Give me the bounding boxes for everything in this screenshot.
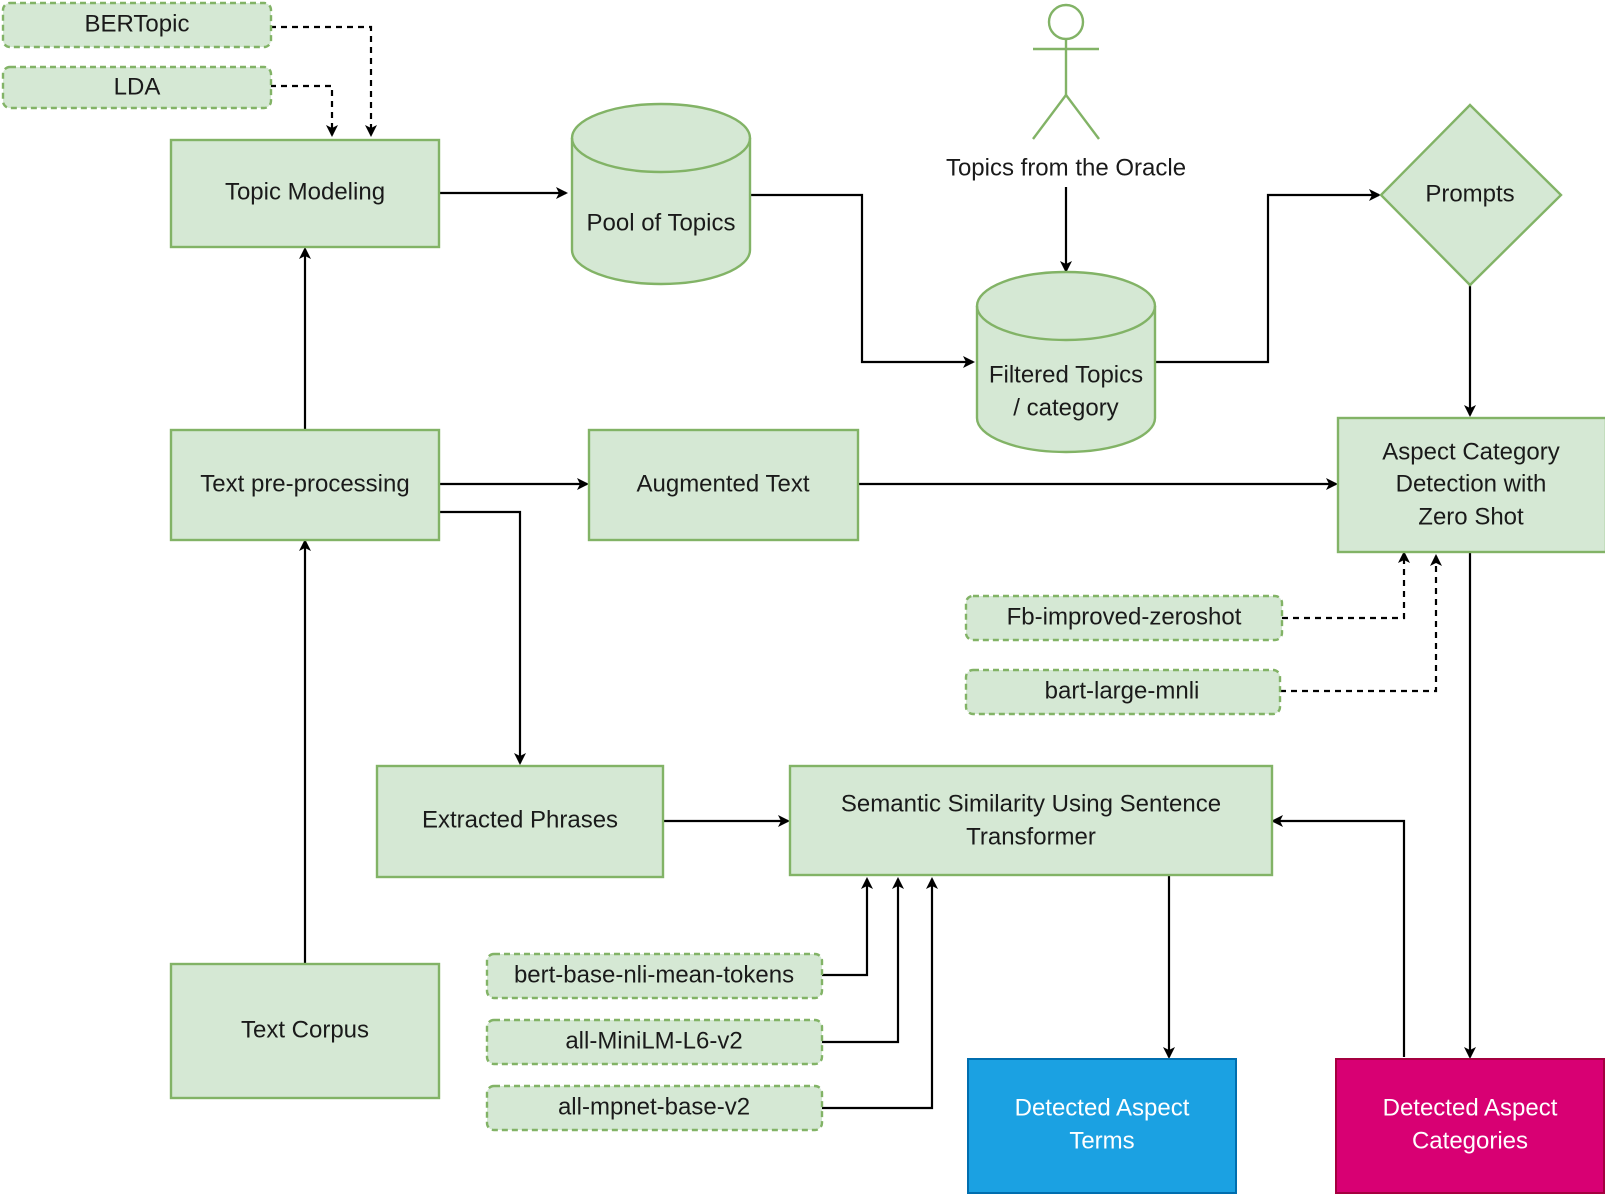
- aspect-detection-label-line3: Zero Shot: [1418, 503, 1524, 530]
- edge-minilm-to-semantic: [822, 877, 904, 1044]
- edge-filtered-to-prompts: [1156, 189, 1381, 364]
- prompts-node: Prompts: [1379, 103, 1563, 287]
- all-mpnet-label: all-mpnet-base-v2: [558, 1093, 750, 1120]
- filtered-topics-label-line1: Filtered Topics: [989, 361, 1143, 388]
- aspect-detection-label-line2: Detection with: [1396, 470, 1547, 497]
- text-corpus-node: Text Corpus: [169, 962, 441, 1100]
- filtered-topics-label-line2: / category: [1013, 394, 1118, 421]
- all-minilm-label: all-MiniLM-L6-v2: [565, 1027, 742, 1054]
- bertopic-label: BERTopic: [85, 10, 190, 37]
- semantic-similarity-label-line1: Semantic Similarity Using Sentence: [841, 790, 1221, 817]
- all-minilm-node: all-MiniLM-L6-v2: [485, 1018, 824, 1066]
- text-preprocessing-node: Text pre-processing: [169, 428, 441, 542]
- topic-modeling-label: Topic Modeling: [225, 178, 385, 205]
- bart-large-mnli-label: bart-large-mnli: [1045, 677, 1200, 704]
- detected-aspect-terms-node: Detected Aspect Terms: [967, 1058, 1237, 1194]
- aspect-category-detection-node: Aspect Category Detection with Zero Shot: [1336, 416, 1605, 554]
- detected-terms-label-line2: Terms: [1069, 1127, 1134, 1154]
- bart-large-mnli-node: bart-large-mnli: [964, 668, 1282, 716]
- edge-bart-to-aspect-detection: [1280, 554, 1442, 693]
- bert-base-nli-node: bert-base-nli-mean-tokens: [485, 952, 824, 1000]
- bertopic-node: BERTopic: [1, 1, 273, 49]
- augmented-text-label: Augmented Text: [636, 470, 809, 497]
- text-corpus-label: Text Corpus: [241, 1016, 369, 1043]
- lda-label: LDA: [114, 73, 161, 100]
- detected-categories-label-line1: Detected Aspect: [1383, 1094, 1558, 1121]
- prompts-label: Prompts: [1425, 180, 1514, 207]
- edge-categories-to-semantic: [1271, 815, 1406, 1057]
- fb-improved-zeroshot-label: Fb-improved-zeroshot: [1007, 603, 1242, 630]
- edge-preprocessing-to-extracted: [439, 510, 526, 765]
- text-preprocessing-label: Text pre-processing: [200, 470, 409, 497]
- all-mpnet-node: all-mpnet-base-v2: [485, 1084, 824, 1132]
- edge-bertopic-to-topic-modeling: [270, 25, 377, 137]
- lda-node: LDA: [1, 65, 273, 110]
- extracted-phrases-label: Extracted Phrases: [422, 806, 618, 833]
- topic-modeling-node: Topic Modeling: [169, 138, 441, 249]
- filtered-topics-node: Filtered Topics / category: [975, 270, 1157, 454]
- aspect-detection-label-line1: Aspect Category: [1382, 438, 1559, 465]
- detected-aspect-categories-node: Detected Aspect Categories: [1335, 1058, 1605, 1194]
- oracle-actor-icon: [1032, 3, 1100, 140]
- edge-mpnet-to-semantic: [822, 877, 938, 1110]
- pool-of-topics-label: Pool of Topics: [587, 209, 736, 236]
- detected-categories-label-line2: Categories: [1412, 1127, 1528, 1154]
- detected-terms-label-line1: Detected Aspect: [1015, 1094, 1190, 1121]
- edge-lda-to-topic-modeling: [270, 84, 338, 137]
- extracted-phrases-node: Extracted Phrases: [375, 764, 665, 879]
- edge-fb-to-aspect-detection: [1282, 551, 1410, 620]
- oracle-label: Topics from the Oracle: [946, 154, 1186, 181]
- pool-of-topics-node: Pool of Topics: [570, 102, 752, 286]
- augmented-text-node: Augmented Text: [587, 428, 860, 542]
- semantic-similarity-label-line2: Transformer: [966, 823, 1096, 850]
- semantic-similarity-node: Semantic Similarity Using Sentence Trans…: [788, 764, 1274, 877]
- fb-improved-zeroshot-node: Fb-improved-zeroshot: [964, 594, 1284, 642]
- edge-bert-base-to-semantic: [822, 877, 873, 977]
- bert-base-nli-label: bert-base-nli-mean-tokens: [514, 961, 794, 988]
- edge-pool-to-filtered: [751, 193, 975, 368]
